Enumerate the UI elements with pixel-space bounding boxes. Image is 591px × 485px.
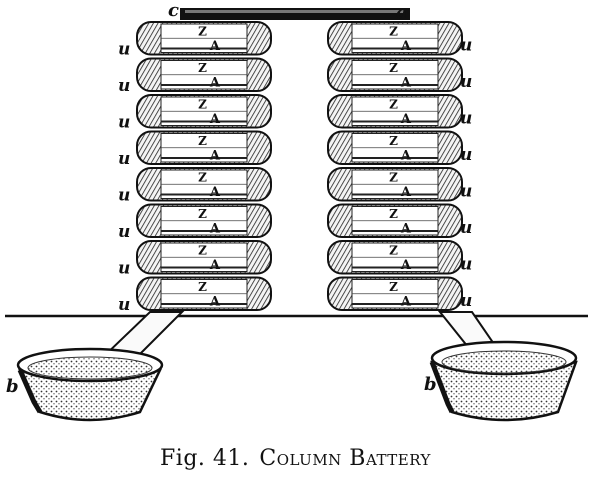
copper-plate-label: A xyxy=(400,75,412,90)
zinc-plate-label: Z xyxy=(198,24,207,38)
copper-plate-label: A xyxy=(209,39,221,54)
battery-cell: ZA xyxy=(136,167,272,202)
zinc-plate-label: Z xyxy=(389,134,398,148)
zinc-plate-label: Z xyxy=(198,170,207,184)
zinc-plate-label: Z xyxy=(198,207,207,221)
zinc-plate-label: Z xyxy=(389,280,398,294)
copper-plate-label: A xyxy=(209,75,221,90)
zinc-plate-label: Z xyxy=(389,61,398,75)
battery-cell: ZA xyxy=(327,203,463,238)
left-cup xyxy=(16,347,164,422)
wire-label-c: c xyxy=(168,0,179,21)
side-label-left: u xyxy=(118,259,130,279)
side-label-right: u xyxy=(460,36,472,56)
figure-caption: Fig. 41. Column Battery xyxy=(0,446,591,471)
side-label-right: u xyxy=(460,218,472,238)
copper-plate-label: A xyxy=(209,258,221,273)
battery-cell: ZA xyxy=(327,94,463,129)
battery-cell: ZA xyxy=(327,276,463,311)
zinc-plate-label: Z xyxy=(198,280,207,294)
battery-cell: ZA xyxy=(136,57,272,92)
battery-cell: ZA xyxy=(327,130,463,165)
zinc-plate-label: Z xyxy=(198,97,207,111)
zinc-plate-label: Z xyxy=(389,243,398,257)
cup-label-right: b xyxy=(424,374,437,395)
zinc-plate-label: Z xyxy=(389,207,398,221)
side-label-right: u xyxy=(460,109,472,129)
right-cup xyxy=(429,340,578,422)
copper-plate-label: A xyxy=(209,294,221,309)
copper-plate-label: A xyxy=(400,185,412,200)
side-label-left: u xyxy=(118,113,130,133)
caption-number: Fig. 41. xyxy=(160,446,250,471)
zinc-plate-label: Z xyxy=(389,97,398,111)
battery-cell: ZA xyxy=(136,203,272,238)
caption-title: Column Battery xyxy=(259,446,431,471)
zinc-plate-label: Z xyxy=(389,24,398,38)
copper-plate-label: A xyxy=(400,294,412,309)
side-label-right: u xyxy=(460,291,472,311)
side-label-right: u xyxy=(460,182,472,202)
battery-cell: ZA xyxy=(327,21,463,56)
copper-plate-label: A xyxy=(400,258,412,273)
side-label-left: u xyxy=(118,295,130,315)
side-label-left: u xyxy=(118,149,130,169)
battery-cell: ZA xyxy=(327,57,463,92)
side-label-left: u xyxy=(118,186,130,206)
copper-plate-label: A xyxy=(209,221,221,236)
copper-plate-label: A xyxy=(400,221,412,236)
copper-plate-label: A xyxy=(209,112,221,127)
zinc-plate-label: Z xyxy=(198,134,207,148)
wire-label-a: a xyxy=(396,2,408,23)
battery-cell: ZA xyxy=(136,240,272,275)
battery-cell: ZA xyxy=(136,21,272,56)
copper-plate-label: A xyxy=(400,112,412,127)
side-label-left: u xyxy=(118,40,130,60)
side-label-right: u xyxy=(460,255,472,275)
zinc-plate-label: Z xyxy=(389,170,398,184)
zinc-plate-label: Z xyxy=(198,243,207,257)
battery-cell: ZA xyxy=(136,130,272,165)
battery-cell: ZA xyxy=(136,94,272,129)
zinc-plate-label: Z xyxy=(198,61,207,75)
side-label-left: u xyxy=(118,222,130,242)
cup-label-left: b xyxy=(6,376,19,397)
top-wire xyxy=(180,8,410,20)
battery-cell: ZA xyxy=(327,240,463,275)
copper-plate-label: A xyxy=(209,148,221,163)
battery-cell: ZA xyxy=(136,276,272,311)
battery-cell: ZA xyxy=(327,167,463,202)
copper-plate-label: A xyxy=(400,39,412,54)
copper-plate-label: A xyxy=(400,148,412,163)
side-label-right: u xyxy=(460,145,472,165)
side-label-left: u xyxy=(118,76,130,96)
copper-plate-label: A xyxy=(209,185,221,200)
side-label-right: u xyxy=(460,72,472,92)
